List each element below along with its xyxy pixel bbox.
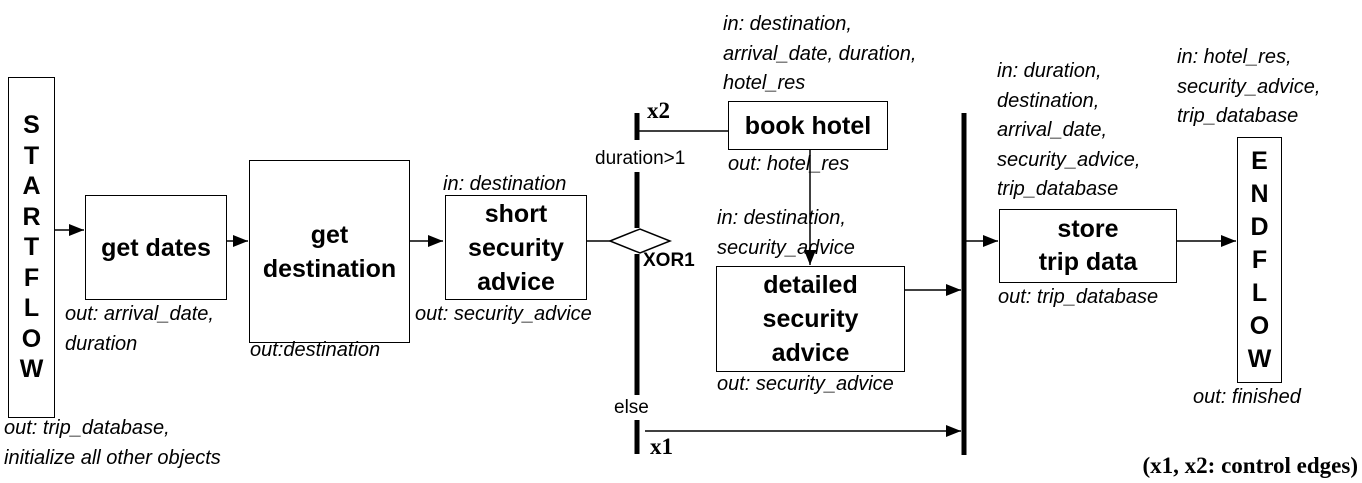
get-destination-out: out:destination [250, 339, 381, 361]
end-out: out: finished [1193, 386, 1301, 408]
short-advice-out: out: security_advice [415, 303, 592, 325]
condition-else: else [614, 397, 649, 419]
book-hotel-node: book hotel [728, 101, 888, 150]
start-letter: T [23, 233, 40, 262]
store-in: in: duration,destination,arrival_date,se… [997, 60, 1141, 200]
start-letter: T [23, 141, 40, 170]
short-advice-in: in: destination [443, 173, 567, 195]
start-letter: O [21, 324, 42, 353]
get-dates-node: get dates [85, 195, 227, 300]
start-letter: F [23, 263, 40, 292]
edge-label-x1: x1 [650, 434, 673, 459]
start-letter: W [19, 355, 44, 384]
edge-label-x2: x2 [647, 98, 670, 123]
store-out: out: trip_database [998, 286, 1159, 308]
start-letter: R [22, 202, 41, 231]
book-hotel-out: out: hotel_res [728, 153, 850, 175]
get-dates-out: out: arrival_date,duration [65, 303, 214, 355]
end-in: in: hotel_res,security_advice,trip_datab… [1177, 46, 1321, 127]
book-hotel-in: in: destination,arrival_date, duration,h… [723, 13, 917, 94]
start-letter: S [23, 111, 40, 140]
detailed-advice-out: out: security_advice [717, 373, 894, 395]
xor-diamond [607, 228, 673, 254]
condition-duration: duration>1 [595, 148, 686, 170]
start-out: out: trip_database,initialize all other … [4, 417, 221, 469]
xor-label: XOR1 [643, 250, 695, 271]
legend: (x1, x2: control edges) [1142, 453, 1358, 478]
start-letter: L [23, 294, 40, 323]
detailed-advice-in: in: destination,security_advice [717, 207, 855, 259]
start-letter: A [22, 172, 41, 201]
